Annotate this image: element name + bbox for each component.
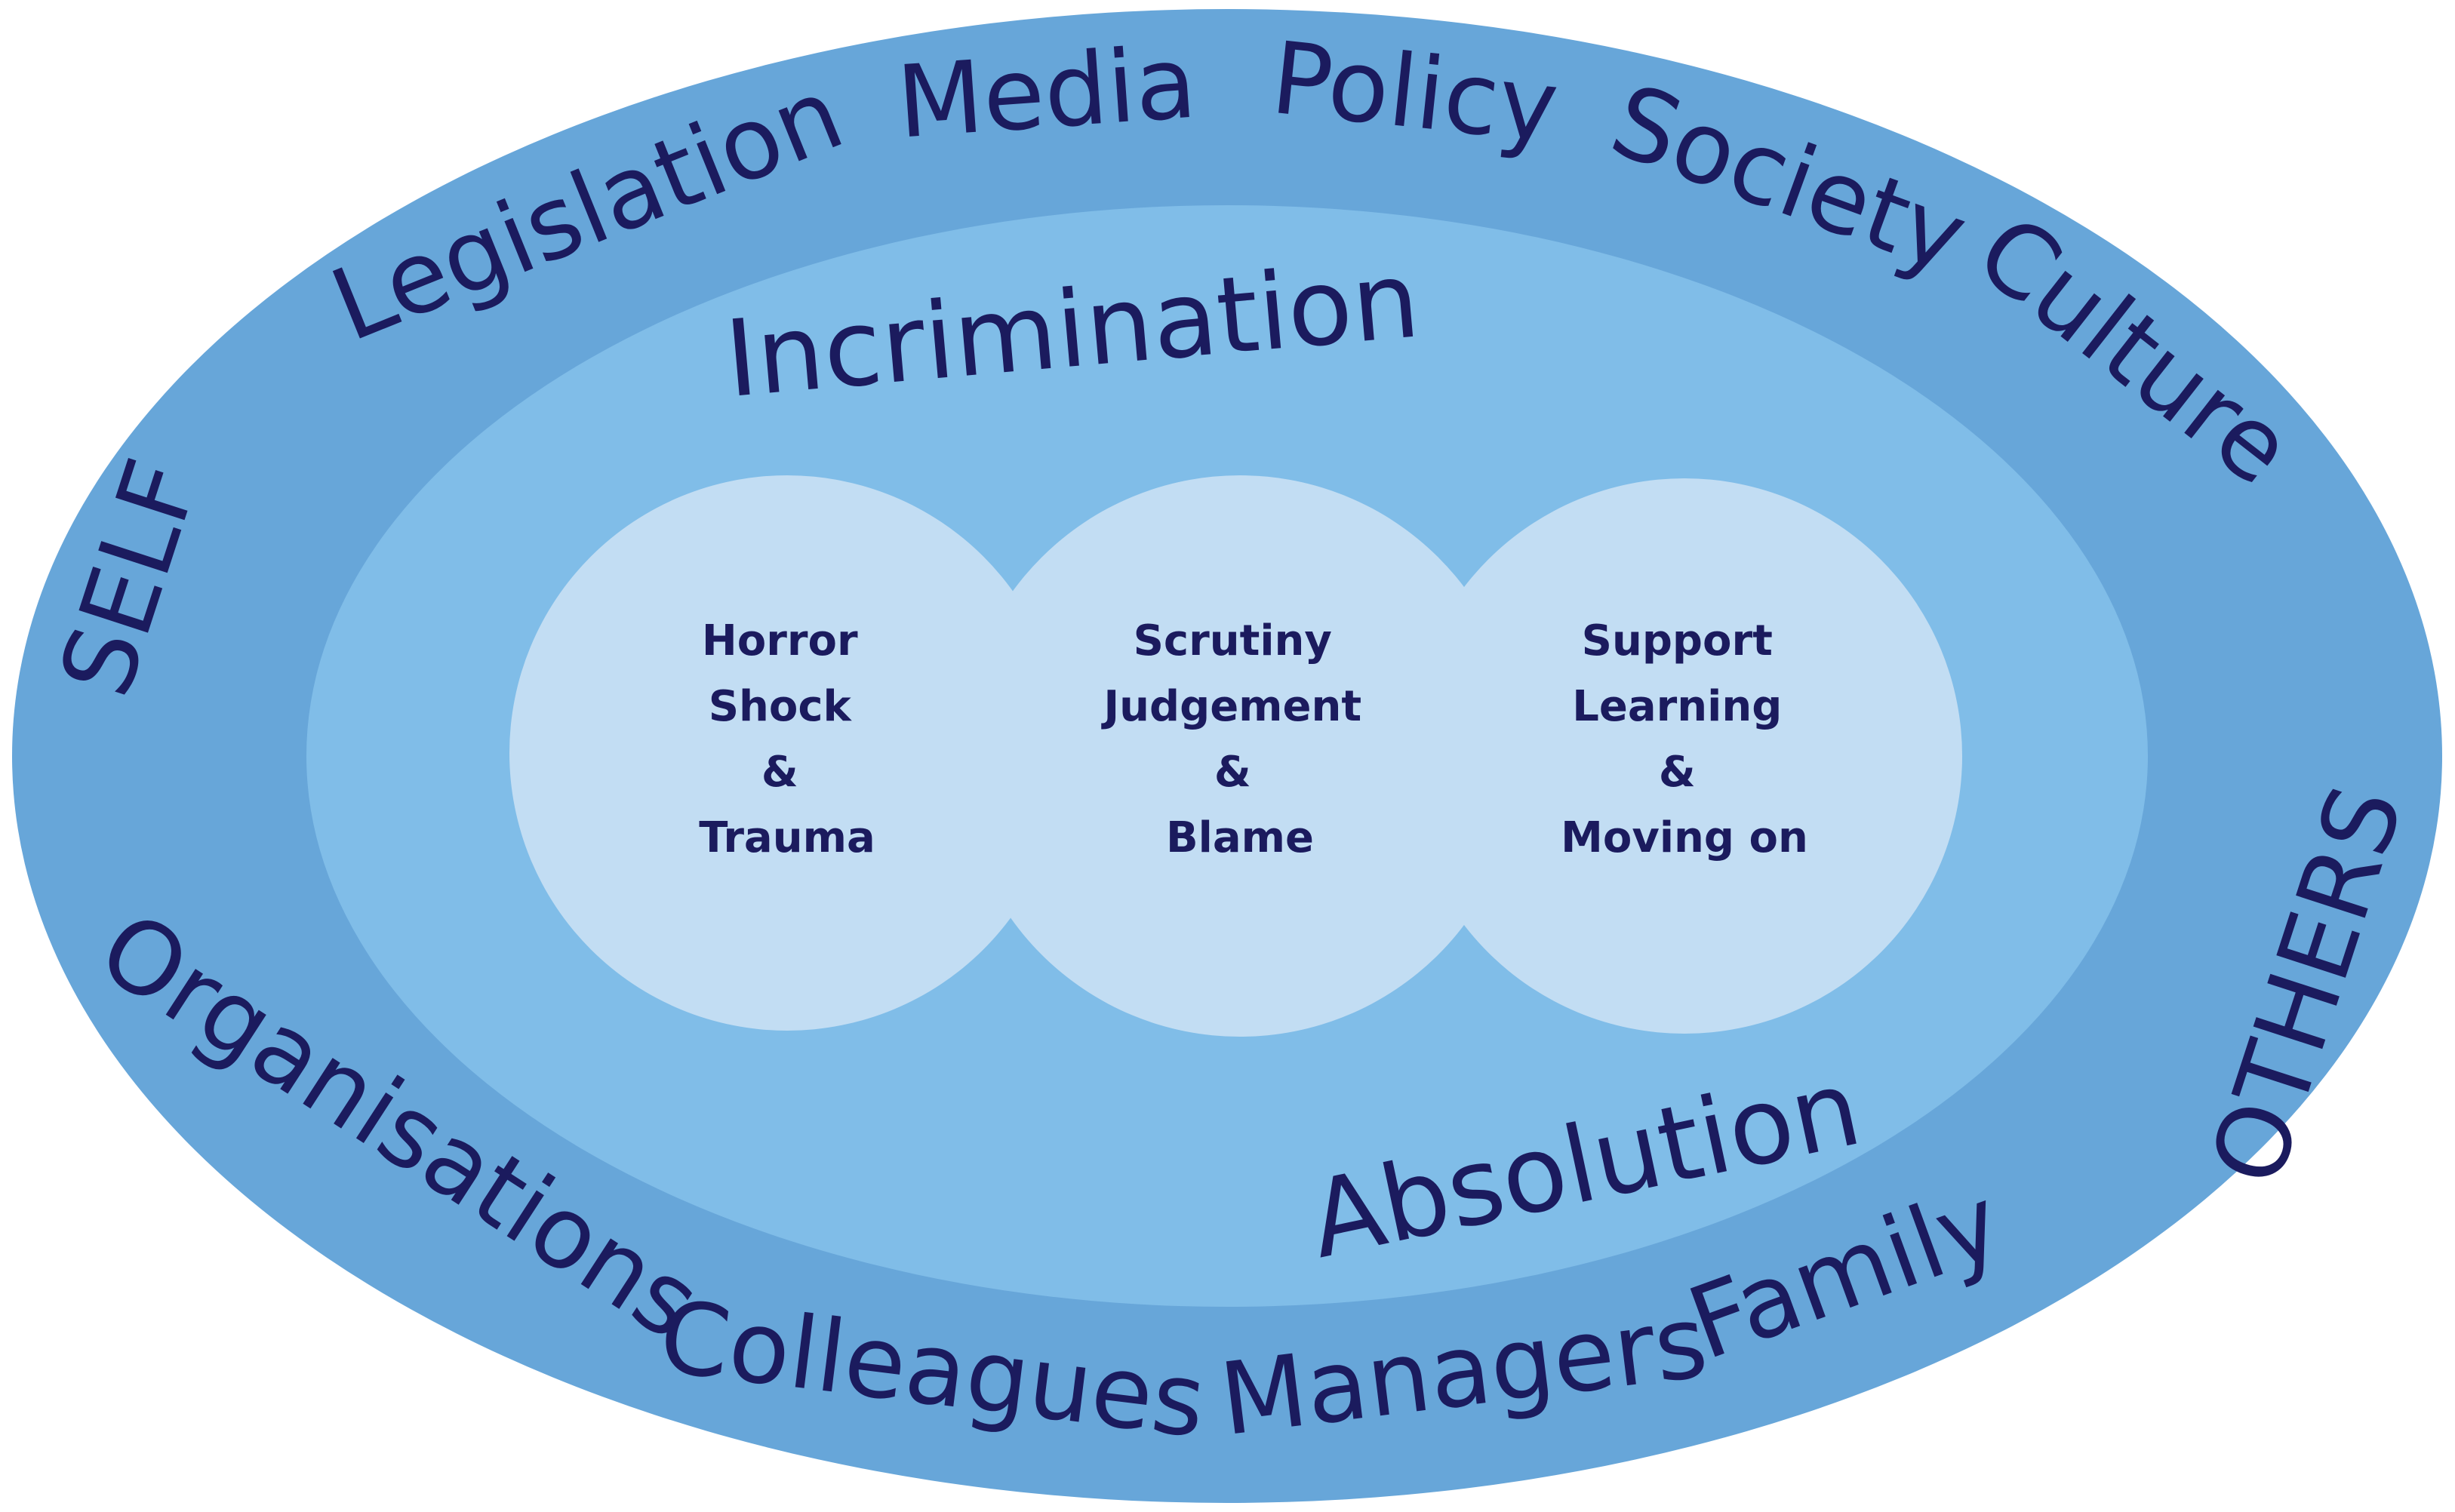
circle-text-right: Support Learning & Moving on — [1561, 616, 1808, 862]
inner-blob — [509, 475, 1962, 1037]
circle-center-line-1: Scrutiny — [1134, 616, 1332, 665]
circle-right-line-3: & — [1659, 748, 1696, 797]
inner-circle-right — [1407, 478, 1962, 1034]
circle-center-line-4: Blame — [1166, 813, 1314, 862]
circle-center-line-3: & — [1214, 748, 1251, 797]
circle-left-line-3: & — [761, 748, 798, 797]
circle-left-line-2: Shock — [709, 682, 853, 731]
outer-word-media: Media — [894, 24, 1200, 161]
circle-right-line-2: Learning — [1572, 682, 1782, 731]
circle-right-line-4: Moving on — [1561, 813, 1808, 862]
inner-circle-left — [509, 475, 1065, 1031]
circle-left-line-1: Horror — [702, 616, 858, 665]
circle-center-line-2: Judgement — [1100, 682, 1361, 731]
inner-circle-center — [959, 475, 1521, 1037]
circle-text-center: Scrutiny Judgement & Blame — [1100, 616, 1376, 862]
circle-text-left: Horror Shock & Trauma — [699, 616, 875, 862]
circle-right-line-1: Support — [1582, 616, 1773, 665]
circle-left-line-4: Trauma — [699, 813, 875, 862]
